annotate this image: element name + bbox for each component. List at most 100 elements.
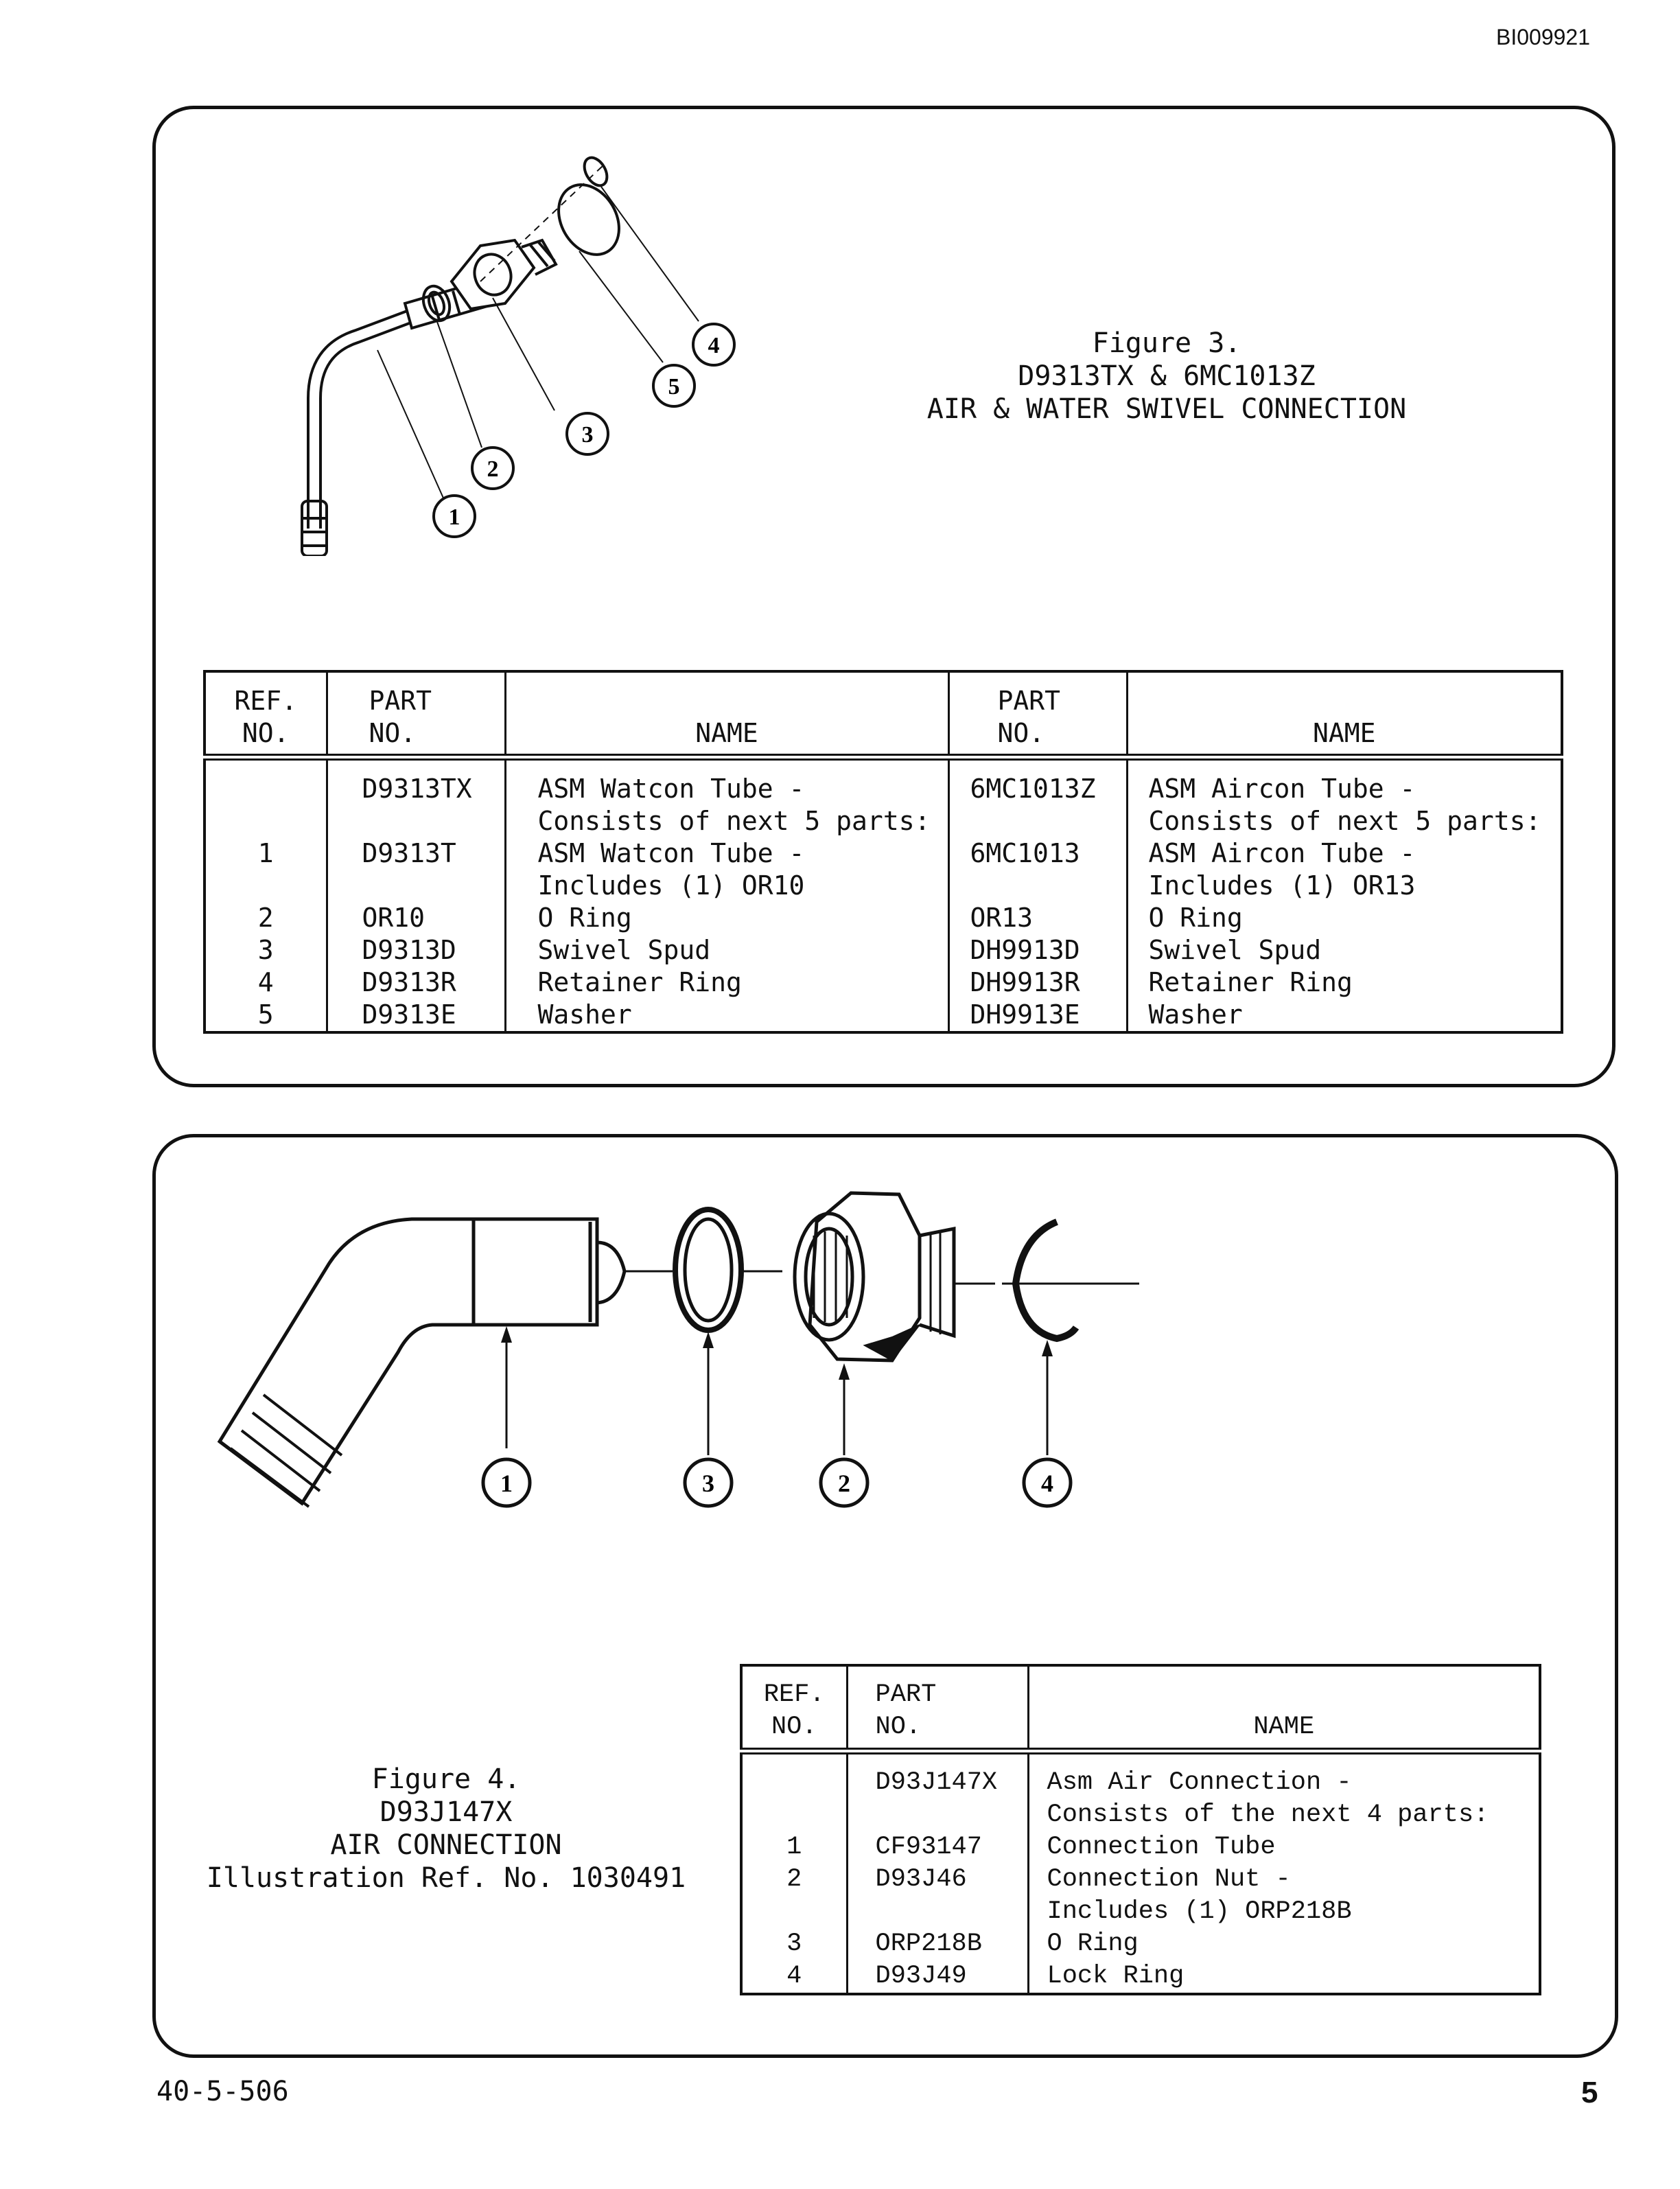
callout-label: 2	[838, 1470, 850, 1497]
cell-name: O Ring	[1047, 1930, 1139, 1958]
callout-label: 3	[702, 1470, 714, 1497]
table-row: D93J147X Asm Air Connection -Consists of…	[741, 1751, 1540, 1831]
header-name: NAME	[505, 671, 950, 761]
cell-part: D9313D	[327, 934, 506, 966]
table-row: 1 CF93147 Connection Tube	[741, 1831, 1540, 1864]
callout-1	[432, 494, 476, 538]
callout-2	[471, 446, 515, 490]
cell-ref: 5	[205, 999, 328, 1032]
cell-ref: 2	[205, 902, 328, 934]
cell-ref	[741, 1751, 848, 1831]
caption-line: D93J147X	[380, 1796, 513, 1828]
cell-part: D93J49	[847, 1960, 1029, 1994]
table-row: 4 D93J49 Lock Ring	[741, 1960, 1540, 1994]
callout-4	[1022, 1457, 1073, 1508]
caption-line: D9313TX & 6MC1013Z	[1018, 360, 1316, 392]
cell-part-2: DH9913D	[948, 934, 1128, 966]
cell-name: ASM Watcon Tube -Includes (1) OR10	[505, 837, 950, 902]
callout-2	[819, 1457, 870, 1508]
callout-3	[565, 412, 609, 456]
header-name: NAME	[1028, 1665, 1540, 1754]
figure-4-illustration: 1 3 2 4	[217, 1191, 1139, 1508]
cell-name: Asm Air Connection -Consists of the next…	[1047, 1768, 1489, 1829]
cell-part-2: 6MC1013Z	[948, 757, 1128, 837]
cell-part: CF93147	[847, 1831, 1029, 1864]
cell-part-2: DH9913R	[948, 966, 1128, 999]
callout-label: 1	[500, 1470, 513, 1497]
table-row: 5 D9313E Washer DH9913E Washer	[205, 999, 1562, 1032]
document-id: BI009921	[1496, 25, 1591, 49]
figure-3-caption: Figure 3. D9313TX & 6MC1013Z AIR & WATER…	[885, 327, 1448, 426]
cell-name-2: ASM Aircon Tube -Consists of next 5 part…	[1148, 774, 1541, 836]
cell-name: Retainer Ring	[505, 966, 950, 999]
caption-line: Figure 3.	[1092, 327, 1241, 359]
cell-name: Washer	[505, 999, 950, 1032]
callout-3	[683, 1457, 734, 1508]
cell-ref: 4	[205, 966, 328, 999]
header-ref-no: REF.NO.	[205, 671, 328, 761]
callout-label: 3	[582, 422, 594, 448]
cell-name: Connection Nut -Includes (1) ORP218B	[1047, 1865, 1352, 1926]
cell-name-2: O Ring	[1148, 903, 1243, 933]
callout-5	[652, 364, 696, 408]
callout-label: 2	[487, 456, 499, 482]
header-ref-no: REF.NO.	[741, 1665, 848, 1754]
callout-label: 4	[708, 333, 720, 358]
cell-part: D9313E	[327, 999, 506, 1032]
cell-ref	[205, 757, 328, 837]
callout-label: 1	[449, 505, 460, 530]
table-row: 3 D9313D Swivel Spud DH9913D Swivel Spud	[205, 934, 1562, 966]
cell-ref: 3	[741, 1928, 848, 1960]
cell-name: O Ring	[505, 902, 950, 934]
figure-4-caption: Figure 4. D93J147X AIR CONNECTION Illust…	[185, 1763, 707, 1895]
cell-part: D93J147X	[847, 1751, 1029, 1831]
table-row: 2 D93J46 Connection Nut -Includes (1) OR…	[741, 1864, 1540, 1928]
cell-part-2: DH9913E	[948, 999, 1128, 1032]
cell-part-2: OR13	[948, 902, 1128, 934]
table-row: 4 D9313R Retainer Ring DH9913R Retainer …	[205, 966, 1562, 999]
caption-line: AIR CONNECTION	[330, 1829, 562, 1861]
cell-name-2: Washer	[1148, 999, 1243, 1030]
table-row: 1 D9313T ASM Watcon Tube -Includes (1) O…	[205, 837, 1562, 902]
caption-line: Illustration Ref. No. 1030491	[206, 1862, 686, 1894]
cell-name: Lock Ring	[1047, 1962, 1185, 1991]
cell-part: D9313T	[327, 837, 506, 902]
cell-name-2: Retainer Ring	[1148, 967, 1353, 997]
cell-ref: 3	[205, 934, 328, 966]
caption-line: Figure 4.	[371, 1763, 521, 1795]
cell-ref: 2	[741, 1864, 848, 1928]
figure-3-illustration: 1 2 3 5 4	[301, 156, 736, 556]
cell-name: ASM Watcon Tube -Consists of next 5 part…	[505, 757, 950, 837]
cell-name: Swivel Spud	[505, 934, 950, 966]
cell-part: ORP218B	[847, 1928, 1029, 1960]
footer-code: 40-5-506	[156, 2076, 289, 2107]
callout-1	[481, 1457, 532, 1508]
table-row: 2 OR10 O Ring OR13 O Ring	[205, 902, 1562, 934]
figure-3-panel	[152, 106, 1615, 1087]
page-number: 5	[1581, 2076, 1598, 2109]
cell-ref: 1	[741, 1831, 848, 1864]
table-row: 3 ORP218B O Ring	[741, 1928, 1540, 1960]
cell-name-2: ASM Aircon Tube -Includes (1) OR13	[1148, 838, 1416, 901]
cell-part: D9313TX	[327, 757, 506, 837]
cell-part: D9313R	[327, 966, 506, 999]
header-name-2: NAME	[1127, 671, 1562, 761]
cell-name-2: Swivel Spud	[1148, 935, 1322, 965]
caption-line: AIR & WATER SWIVEL CONNECTION	[926, 393, 1407, 425]
cell-part: OR10	[327, 902, 506, 934]
callout-4	[692, 323, 736, 367]
cell-name: Connection Tube	[1047, 1833, 1276, 1862]
cell-ref: 1	[205, 837, 328, 902]
callout-label: 4	[1041, 1470, 1053, 1497]
cell-part: D93J46	[847, 1864, 1029, 1928]
cell-ref: 4	[741, 1960, 848, 1994]
cell-part-2: 6MC1013	[948, 837, 1128, 902]
table-row: D9313TX ASM Watcon Tube -Consists of nex…	[205, 757, 1562, 837]
